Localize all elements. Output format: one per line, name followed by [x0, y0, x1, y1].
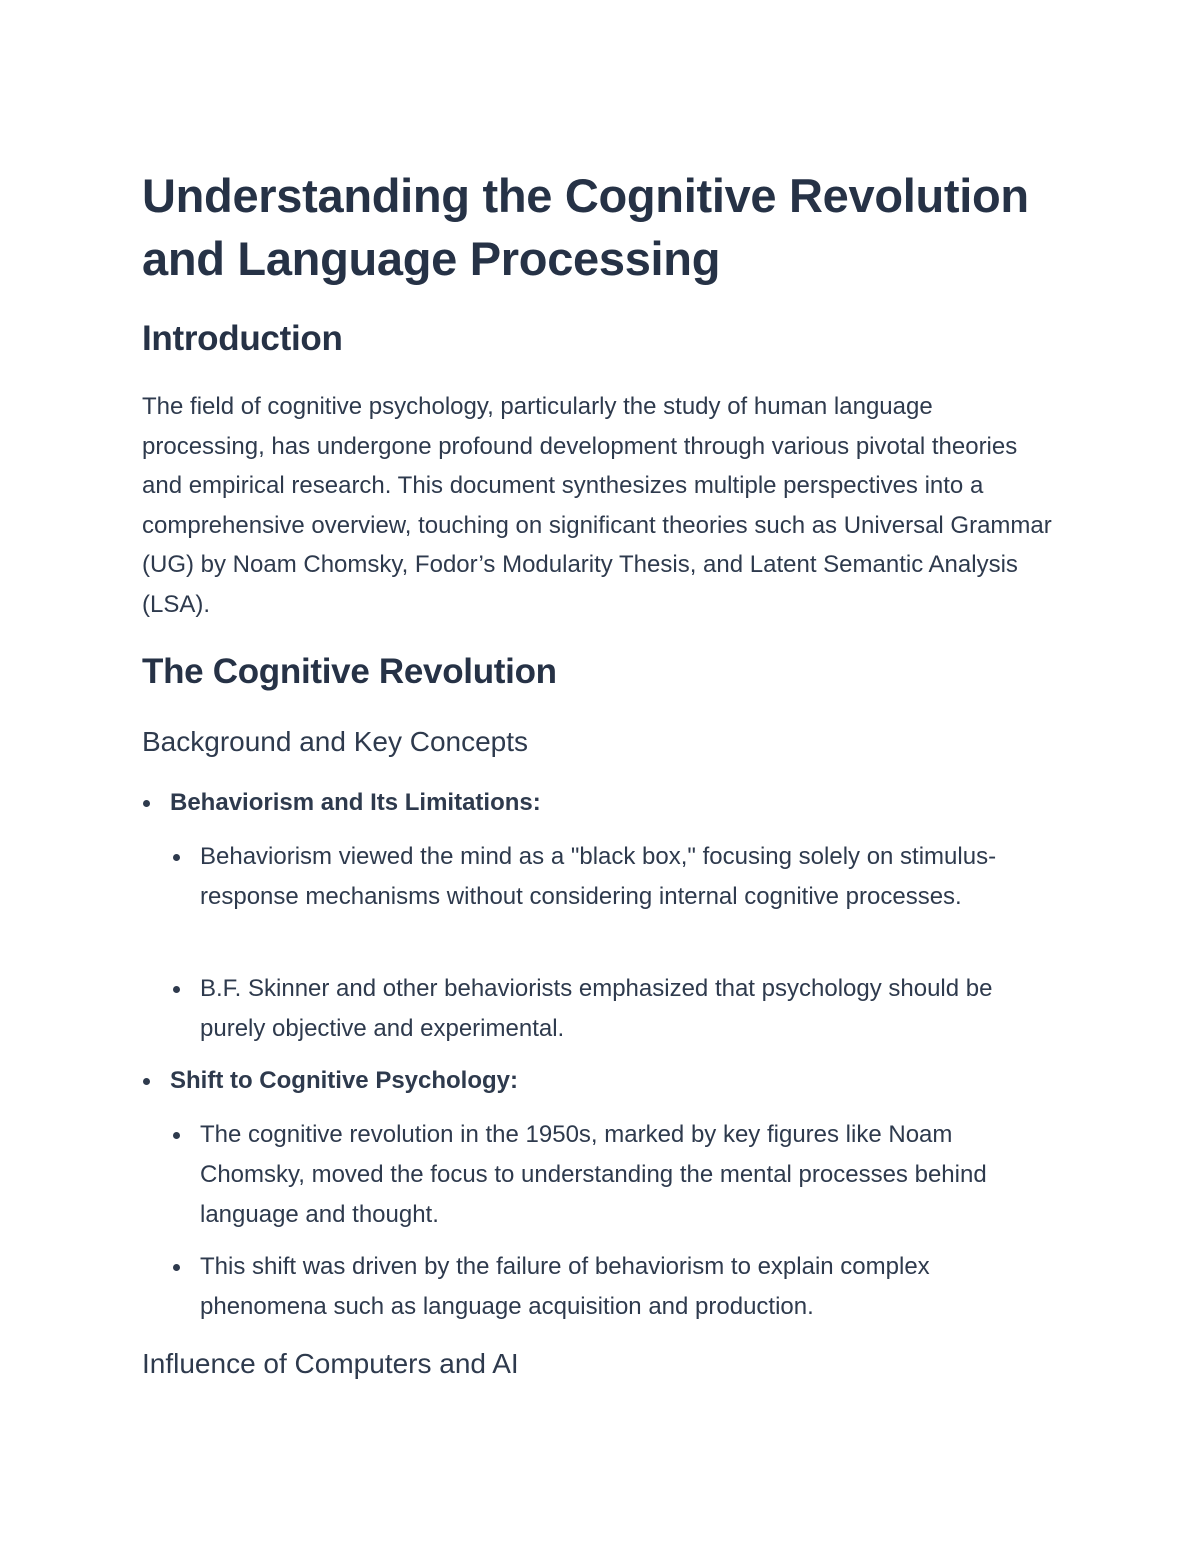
bullet-icon — [173, 1264, 180, 1271]
bullet-icon — [143, 800, 150, 807]
bullet-icon — [173, 986, 180, 993]
section-heading-cognitive-revolution: The Cognitive Revolution — [142, 652, 557, 691]
list-subitem: This shift was driven by the failure of … — [200, 1253, 930, 1320]
bullet-icon — [143, 1078, 150, 1085]
list-subitem: The cognitive revolution in the 1950s, m… — [200, 1121, 987, 1228]
document-title: Understanding the Cognitive Revolution a… — [142, 169, 1029, 285]
list-item-behaviorism: Behaviorism and Its Limitations: — [170, 789, 541, 816]
list-subitem: B.F. Skinner and other behaviorists emph… — [200, 975, 993, 1042]
subsection-heading-computers-ai: Influence of Computers and AI — [142, 1348, 519, 1379]
list-subitem: Behaviorism viewed the mind as a "black … — [200, 843, 997, 910]
section-heading-introduction: Introduction — [142, 319, 343, 358]
list-item-shift-to-cognitive: Shift to Cognitive Psychology: — [170, 1067, 519, 1094]
subsection-heading-background: Background and Key Concepts — [142, 726, 529, 757]
bullet-icon — [173, 1132, 180, 1139]
introduction-paragraph: The field of cognitive psychology, parti… — [142, 393, 1052, 618]
bullet-icon — [173, 854, 180, 861]
